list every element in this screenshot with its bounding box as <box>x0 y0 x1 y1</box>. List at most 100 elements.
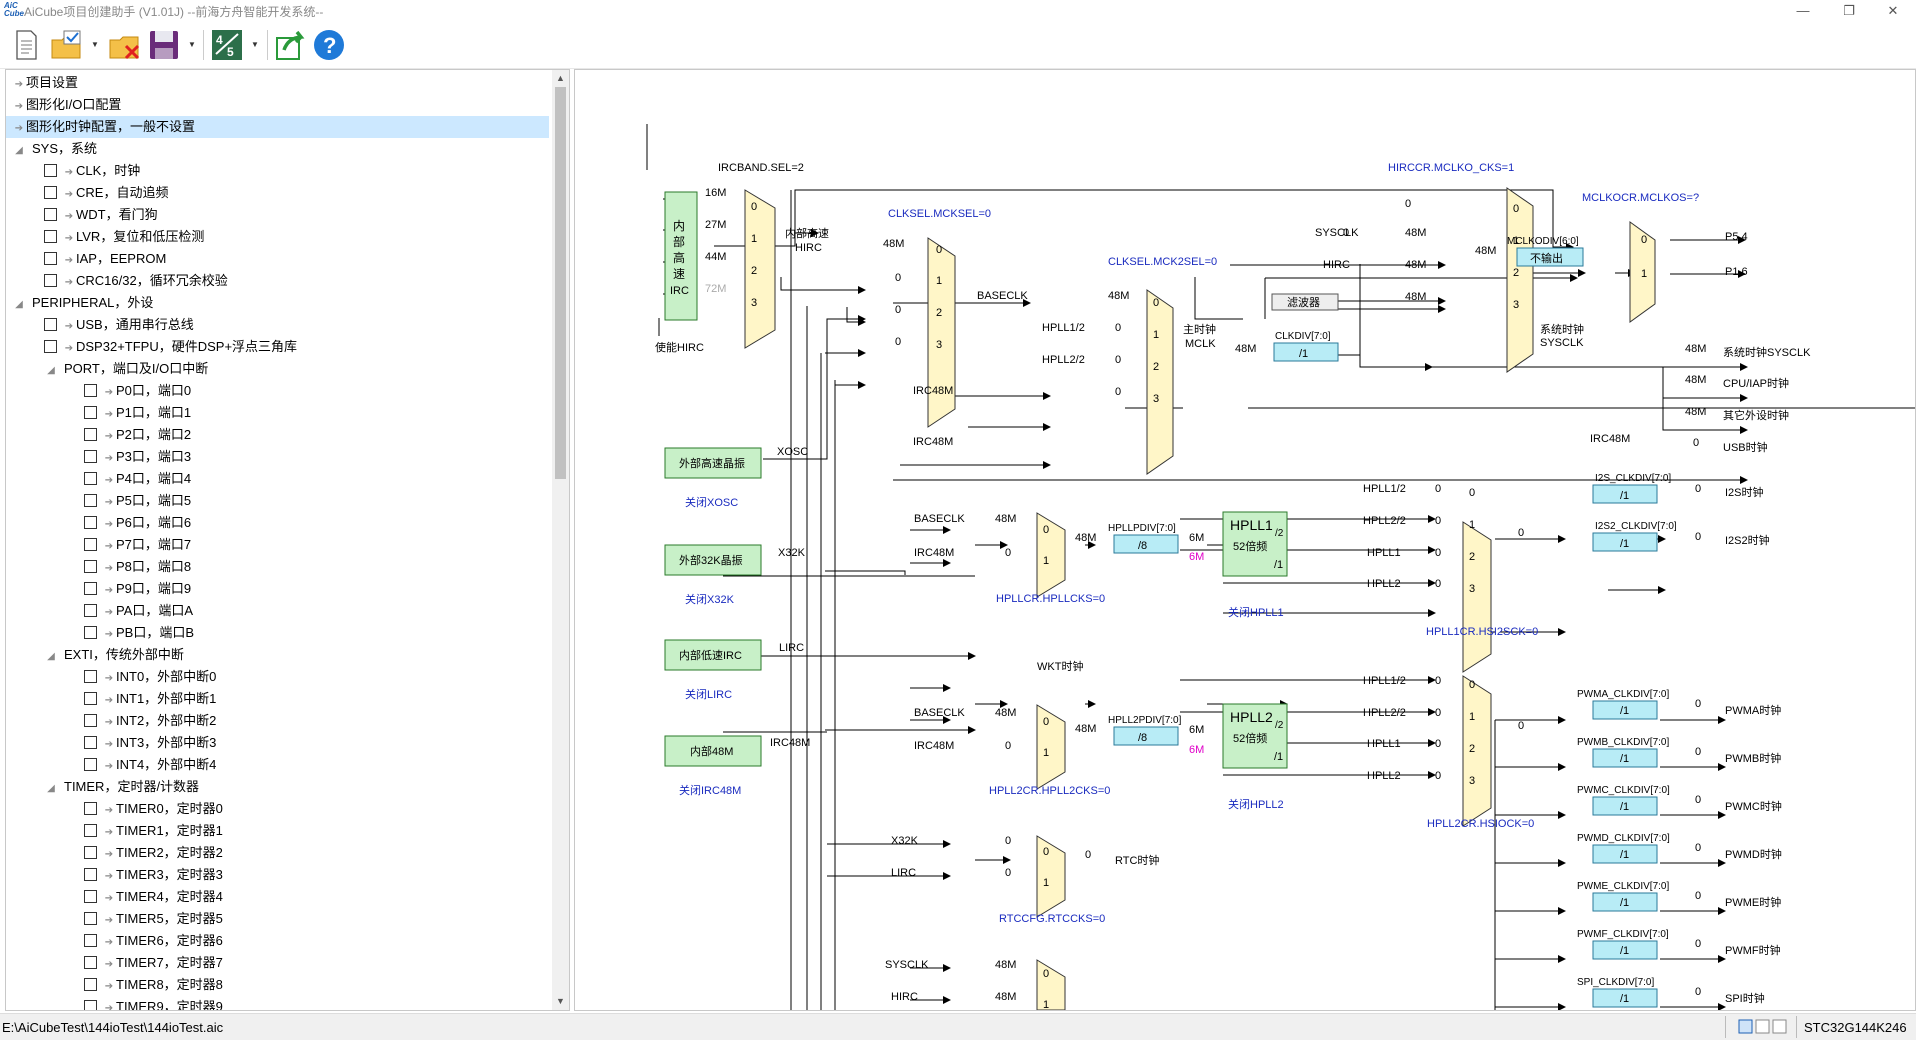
expand-arrow-icon[interactable]: ◢ <box>47 651 55 662</box>
tree-node[interactable]: ➔P4口，端口4 <box>6 468 549 490</box>
generate-dropdown-arrow-icon[interactable]: ▼ <box>251 40 259 49</box>
new-document-icon[interactable] <box>12 28 40 62</box>
enable-checkbox[interactable] <box>84 846 97 860</box>
close-button[interactable]: ✕ <box>1887 3 1899 18</box>
tree-node[interactable]: ➔项目设置 <box>6 72 549 94</box>
tree-node[interactable]: ➔CRC16/32，循环冗余校验 <box>6 270 549 292</box>
expand-arrow-icon[interactable]: ◢ <box>15 299 23 310</box>
enable-checkbox[interactable] <box>84 604 97 618</box>
scrollbar-thumb[interactable] <box>555 87 566 479</box>
tree-node[interactable]: ➔TIMER3，定时器3 <box>6 864 549 886</box>
hirc-block[interactable] <box>664 191 698 321</box>
enable-checkbox[interactable] <box>84 472 97 486</box>
tree-node[interactable]: ➔TIMER9，定时器9 <box>6 996 549 1010</box>
enable-checkbox[interactable] <box>84 890 97 904</box>
tree-node[interactable]: ◢SYS，系统 <box>6 138 549 160</box>
tree-node[interactable]: ➔TIMER4，定时器4 <box>6 886 549 908</box>
enable-checkbox[interactable] <box>84 956 97 970</box>
enable-checkbox[interactable] <box>44 186 57 200</box>
enable-checkbox[interactable] <box>44 318 57 332</box>
pwm-div-box[interactable] <box>1592 796 1658 816</box>
tree-node[interactable]: ➔P7口，端口7 <box>6 534 549 556</box>
xosc-block[interactable] <box>664 447 762 479</box>
enable-checkbox[interactable] <box>44 274 57 288</box>
filter-box[interactable] <box>1271 293 1339 311</box>
hpll1-src-mux[interactable] <box>1036 512 1066 598</box>
irc48m-block[interactable] <box>664 735 762 767</box>
open-dropdown-arrow-icon[interactable]: ▼ <box>91 40 99 49</box>
mclkos-mux[interactable] <box>1629 221 1656 323</box>
scroll-down-icon[interactable]: ▼ <box>556 996 565 1006</box>
i2s2-div-box[interactable] <box>1592 532 1658 552</box>
close-hpll1-button[interactable]: 关闭HPLL1 <box>1228 605 1284 619</box>
mclk-sel-mux[interactable] <box>927 237 956 428</box>
enable-checkbox[interactable] <box>84 428 97 442</box>
tree-node[interactable]: ➔IAP，EEPROM <box>6 248 549 270</box>
tree-scrollbar[interactable]: ▲ ▼ <box>552 70 569 1010</box>
enable-checkbox[interactable] <box>84 670 97 684</box>
hpll1-block[interactable] <box>1222 511 1288 577</box>
close-xosc-button[interactable]: 关闭XOSC <box>685 495 738 509</box>
tree-node[interactable]: ➔TIMER0，定时器0 <box>6 798 549 820</box>
tree-node[interactable]: ➔TIMER5，定时器5 <box>6 908 549 930</box>
hpllpdiv-box[interactable] <box>1113 534 1179 554</box>
expand-arrow-icon[interactable]: ◢ <box>47 365 55 376</box>
tree-node[interactable]: ➔PB口，端口B <box>6 622 549 644</box>
scroll-up-icon[interactable]: ▲ <box>556 73 565 83</box>
enable-checkbox[interactable] <box>84 560 97 574</box>
generate-code-icon[interactable]: 4 5 <box>210 28 244 62</box>
i2s-div-box[interactable] <box>1592 484 1658 504</box>
tree-node[interactable]: ➔P5口，端口5 <box>6 490 549 512</box>
tree-node[interactable]: ➔TIMER8，定时器8 <box>6 974 549 996</box>
pwm-div-box[interactable] <box>1592 988 1658 1008</box>
enable-checkbox[interactable] <box>84 516 97 530</box>
tree-node[interactable]: ➔TIMER6，定时器6 <box>6 930 549 952</box>
tree-node[interactable]: ◢TIMER，定时器/计数器 <box>6 776 549 798</box>
mclk2-sel-mux[interactable] <box>1146 289 1174 475</box>
tree-node[interactable]: ➔INT1，外部中断1 <box>6 688 549 710</box>
open-folder-check-icon[interactable] <box>50 28 86 62</box>
tree-node[interactable]: ➔INT2，外部中断2 <box>6 710 549 732</box>
pwm-div-box[interactable] <box>1592 748 1658 768</box>
tree-node[interactable]: ➔TIMER7，定时器7 <box>6 952 549 974</box>
pwm-div-box[interactable] <box>1592 700 1658 720</box>
restore-button[interactable]: ❐ <box>1843 3 1855 18</box>
layout-toggle-icon[interactable] <box>1738 1019 1788 1035</box>
close-lirc-button[interactable]: 关闭LIRC <box>685 687 732 701</box>
help-icon[interactable]: ? <box>312 28 346 62</box>
enable-checkbox[interactable] <box>84 538 97 552</box>
tree-node[interactable]: ➔P1口，端口1 <box>6 402 549 424</box>
enable-checkbox[interactable] <box>44 164 57 178</box>
tree-node[interactable]: ➔P8口，端口8 <box>6 556 549 578</box>
tree-node[interactable]: ➔P2口，端口2 <box>6 424 549 446</box>
clkdiv-box[interactable] <box>1273 342 1339 362</box>
enable-checkbox[interactable] <box>84 406 97 420</box>
close-hpll2-button[interactable]: 关闭HPLL2 <box>1228 797 1284 811</box>
tree-node[interactable]: ➔P3口，端口3 <box>6 446 549 468</box>
close-x32k-button[interactable]: 关闭X32K <box>685 592 735 606</box>
pwm-div-box[interactable] <box>1592 844 1658 864</box>
export-icon[interactable] <box>274 28 308 62</box>
enable-checkbox[interactable] <box>84 692 97 706</box>
pwm-div-box[interactable] <box>1592 892 1658 912</box>
enable-checkbox[interactable] <box>84 450 97 464</box>
hpll2-src-mux[interactable] <box>1036 704 1066 790</box>
tree-node[interactable]: ➔LVR，复位和低压检测 <box>6 226 549 248</box>
save-dropdown-arrow-icon[interactable]: ▼ <box>188 40 196 49</box>
enable-checkbox[interactable] <box>44 252 57 266</box>
hpll2pdiv-box[interactable] <box>1113 726 1179 746</box>
enable-checkbox[interactable] <box>84 714 97 728</box>
bottom-mux[interactable] <box>1036 959 1066 1010</box>
mclkodiv-box[interactable] <box>1516 247 1584 267</box>
pwm-div-box[interactable] <box>1592 940 1658 960</box>
tree-node[interactable]: ➔P0口，端口0 <box>6 380 549 402</box>
enable-checkbox[interactable] <box>44 340 57 354</box>
close-irc48m-button[interactable]: 关闭IRC48M <box>679 783 741 797</box>
enable-checkbox[interactable] <box>84 912 97 926</box>
tree-node[interactable]: ➔CRE，自动追频 <box>6 182 549 204</box>
tree-node[interactable]: ◢PORT，端口及I/O口中断 <box>6 358 549 380</box>
tree-node[interactable]: ➔WDT，看门狗 <box>6 204 549 226</box>
enable-checkbox[interactable] <box>84 868 97 882</box>
enable-checkbox[interactable] <box>44 208 57 222</box>
lirc-block[interactable] <box>664 639 762 671</box>
